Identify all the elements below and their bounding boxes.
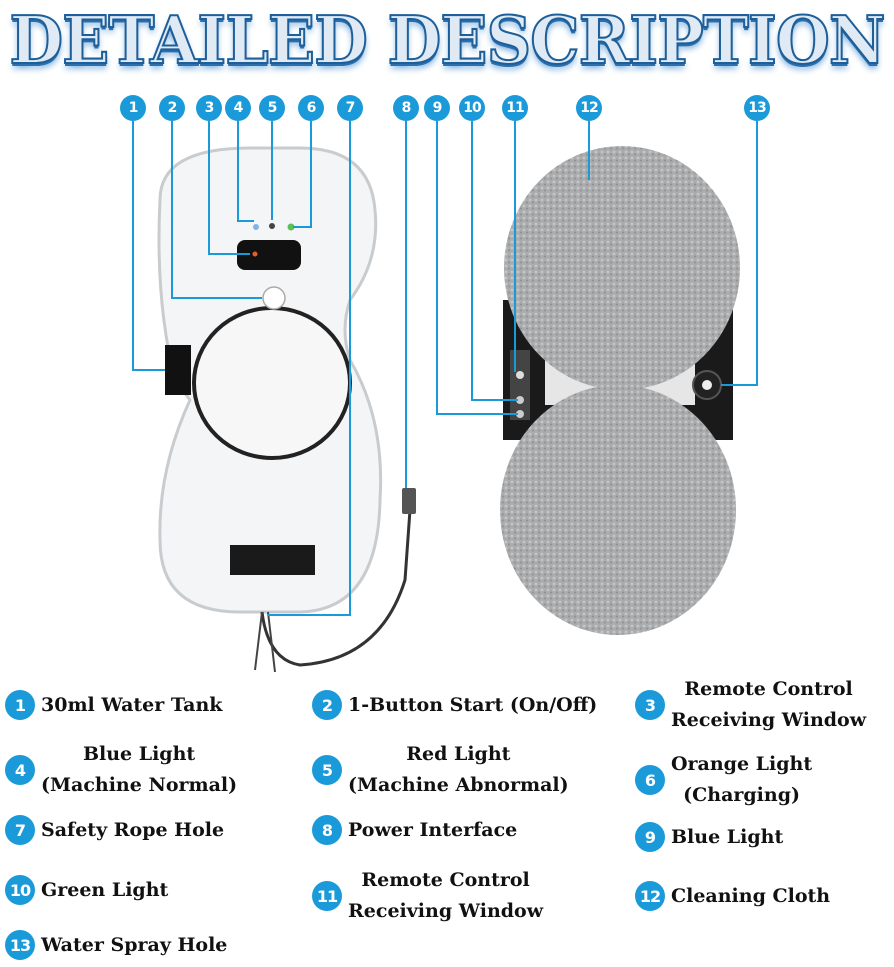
legend-item: 10 Green Light bbox=[5, 875, 168, 906]
marker-7: 7 bbox=[337, 95, 363, 121]
marker-9: 9 bbox=[424, 95, 450, 121]
legend-label-line: Remote Control bbox=[361, 869, 530, 891]
legend-item: 6 Orange Light (Charging) bbox=[635, 749, 812, 811]
legend-label-line: (Machine Abnormal) bbox=[348, 774, 569, 796]
legend-label-line: (Charging) bbox=[683, 784, 800, 806]
legend-number: 12 bbox=[635, 881, 665, 911]
legend-number: 3 bbox=[635, 690, 665, 720]
legend-label-line: Cleaning Cloth bbox=[671, 884, 831, 907]
legend-number: 5 bbox=[312, 755, 342, 785]
legend-item: 2 1-Button Start (On/Off) bbox=[312, 690, 597, 721]
legend-label: 1-Button Start (On/Off) bbox=[348, 690, 597, 721]
legend-number: 13 bbox=[5, 930, 35, 960]
legend-number: 10 bbox=[5, 875, 35, 905]
legend-label-line: (Machine Normal) bbox=[41, 774, 238, 796]
legend-label: Orange Light (Charging) bbox=[671, 749, 812, 811]
marker-12: 12 bbox=[576, 95, 602, 121]
legend-item: 13 Water Spray Hole bbox=[5, 930, 227, 961]
legend-number: 8 bbox=[312, 815, 342, 845]
legend-item: 12 Cleaning Cloth bbox=[635, 881, 830, 912]
page-title: DETAILED DESCRIPTION bbox=[8, 1, 886, 80]
legend-number: 2 bbox=[312, 690, 342, 720]
legend-label: Blue Light bbox=[671, 822, 783, 853]
marker-6: 6 bbox=[298, 95, 324, 121]
marker-10: 10 bbox=[459, 95, 485, 121]
legend-item: 5 Red Light (Machine Abnormal) bbox=[312, 739, 569, 801]
marker-4: 4 bbox=[225, 95, 251, 121]
marker-5: 5 bbox=[259, 95, 285, 121]
legend-label: Blue Light (Machine Normal) bbox=[41, 739, 237, 801]
legend-number: 1 bbox=[5, 690, 35, 720]
legend-number: 11 bbox=[312, 881, 342, 911]
legend-label-line: Receiving Window bbox=[348, 900, 544, 922]
legend-label-line: Green Light bbox=[41, 878, 169, 901]
legend-item: 4 Blue Light (Machine Normal) bbox=[5, 739, 237, 801]
legend-label: Green Light bbox=[41, 875, 168, 906]
marker-8: 8 bbox=[393, 95, 419, 121]
legend-number: 9 bbox=[635, 822, 665, 852]
legend-label-line: Receiving Window bbox=[671, 709, 867, 731]
legend-label: Water Spray Hole bbox=[41, 930, 227, 961]
legend-label: Safety Rope Hole bbox=[41, 815, 224, 846]
legend-label-line: Remote Control bbox=[684, 678, 853, 700]
legend-item: 9 Blue Light bbox=[635, 822, 783, 853]
legend-label: Cleaning Cloth bbox=[671, 881, 830, 912]
marker-11: 11 bbox=[502, 95, 528, 121]
legend-item: 8 Power Interface bbox=[312, 815, 517, 846]
marker-1: 1 bbox=[120, 95, 146, 121]
marker-13: 13 bbox=[744, 95, 770, 121]
legend-label: Red Light (Machine Abnormal) bbox=[348, 739, 569, 801]
legend-label-line: Safety Rope Hole bbox=[41, 818, 225, 841]
leader-lines bbox=[132, 121, 758, 616]
legend-label: Power Interface bbox=[348, 815, 517, 846]
legend-label-line: Orange Light bbox=[671, 753, 813, 775]
legend-label-line: Water Spray Hole bbox=[41, 933, 228, 956]
legend-label-line: Power Interface bbox=[348, 818, 518, 841]
legend-item: 7 Safety Rope Hole bbox=[5, 815, 224, 846]
robot-front bbox=[157, 146, 416, 673]
marker-3: 3 bbox=[196, 95, 222, 121]
legend-label-line: Blue Light bbox=[82, 743, 196, 765]
marker-2: 2 bbox=[159, 95, 185, 121]
legend-label-line: Red Light bbox=[406, 743, 511, 765]
robot-back-cleaning-cloth bbox=[500, 146, 740, 635]
legend-item: 1 30ml Water Tank bbox=[5, 690, 222, 721]
legend-label-line: 30ml Water Tank bbox=[41, 693, 223, 716]
legend-label-line: 1-Button Start (On/Off) bbox=[348, 693, 598, 716]
legend-number: 4 bbox=[5, 755, 35, 785]
legend-label-line: Blue Light bbox=[671, 825, 784, 848]
legend-label: 30ml Water Tank bbox=[41, 690, 222, 721]
legend-number: 6 bbox=[635, 765, 665, 795]
legend-number: 7 bbox=[5, 815, 35, 845]
